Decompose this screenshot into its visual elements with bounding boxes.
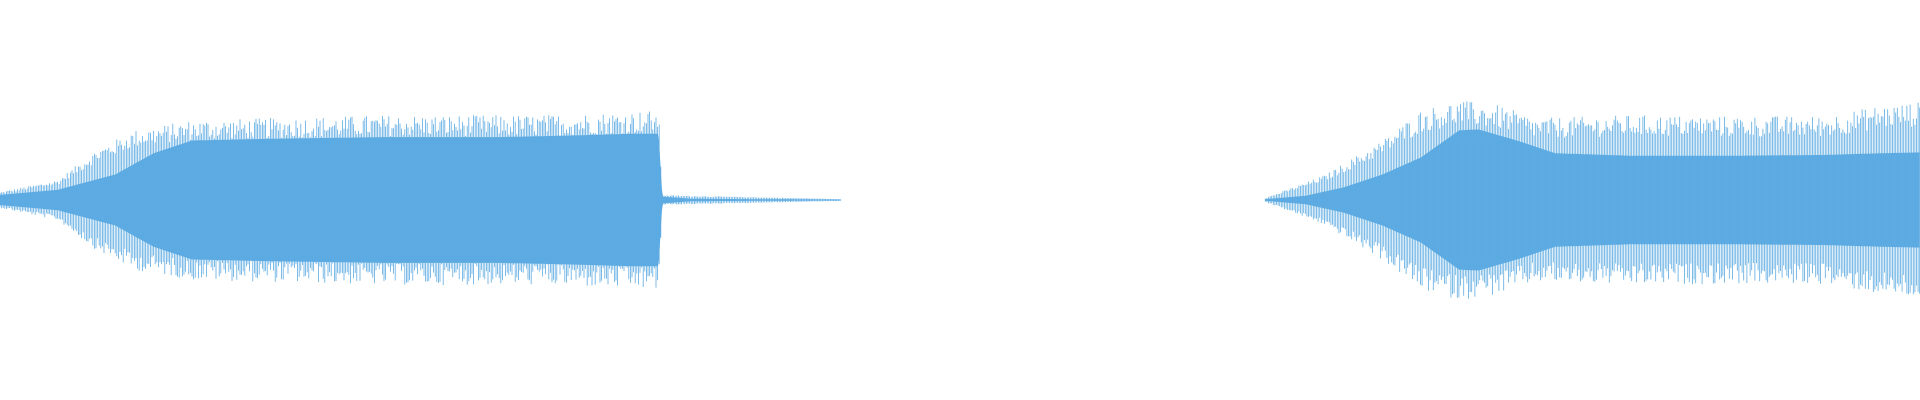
waveform-segment-clip-2 [1264,101,1920,299]
waveform-segment-clip-1 [0,111,841,288]
waveform-segments [0,101,1920,299]
